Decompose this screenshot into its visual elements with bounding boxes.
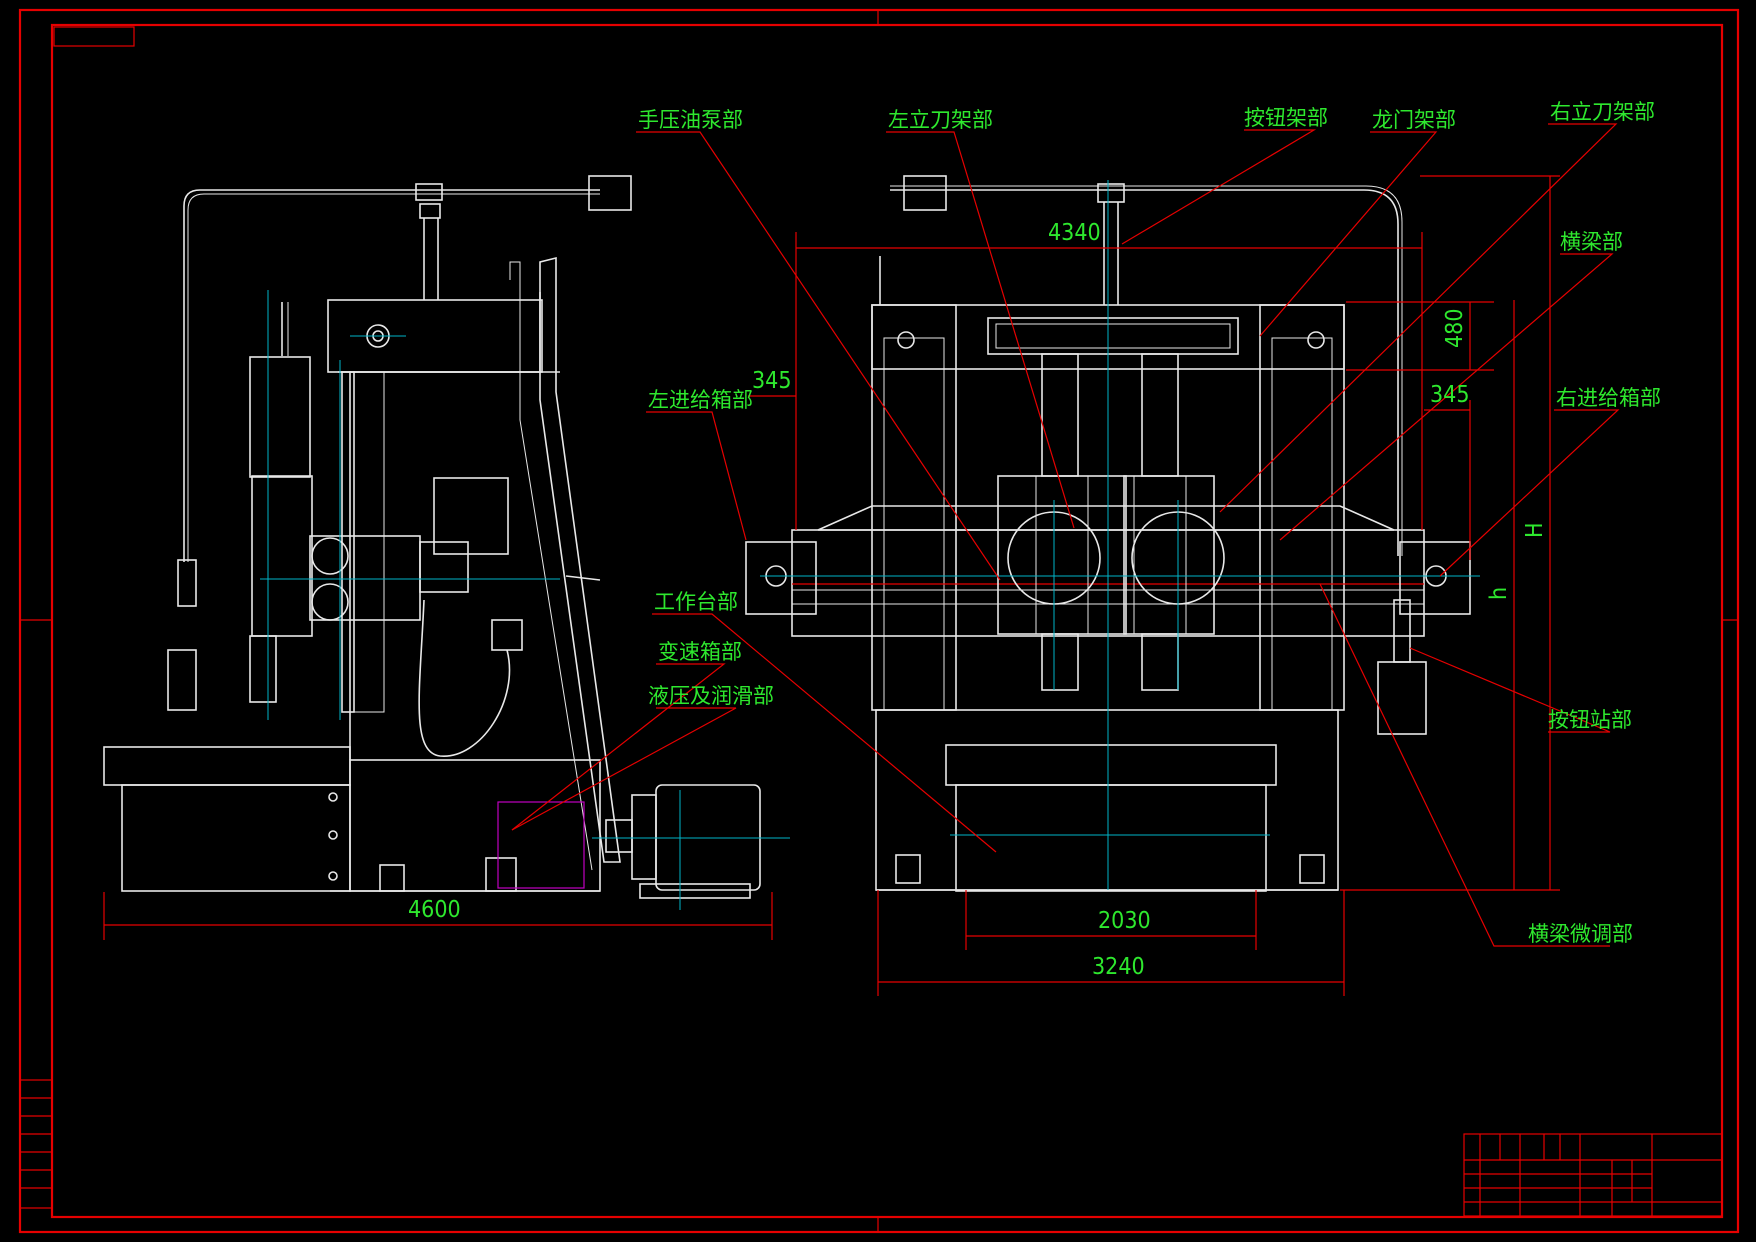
leader-lines: [511, 123, 1620, 947]
label-right-feed-box: 右进给箱部: [1556, 386, 1661, 410]
title-block: [1463, 1133, 1723, 1217]
drawing-number-box: [53, 26, 135, 47]
label-crossbeam-fine-adjust: 横梁微调部: [1528, 922, 1633, 946]
dim-top-height: 480: [1442, 309, 1468, 349]
front-view: [745, 175, 1560, 996]
side-view: [103, 175, 790, 940]
dim-base-width: 3240: [1092, 954, 1145, 980]
label-gantry-frame: 龙门架部: [1372, 108, 1456, 132]
label-worktable: 工作台部: [654, 590, 738, 614]
label-hand-pump: 手压油泵部: [638, 108, 743, 132]
label-gearbox: 变速箱部: [658, 640, 742, 664]
label-left-feed-box: 左进给箱部: [648, 388, 753, 412]
dim-table-width: 2030: [1098, 908, 1151, 934]
label-crossbeam: 横梁部: [1560, 230, 1623, 254]
label-button-station: 按钮站部: [1548, 708, 1632, 732]
dim-height-h: h: [1486, 587, 1512, 600]
label-button-frame: 按钮架部: [1244, 106, 1328, 130]
revision-strip: [19, 1079, 53, 1209]
dim-left-offset: 345: [752, 368, 792, 394]
dim-height-H: H: [1522, 522, 1548, 538]
dim-right-offset: 345: [1430, 382, 1470, 408]
dim-side-length: 4600: [408, 897, 461, 923]
dim-width-overall: 4340: [1048, 220, 1101, 246]
label-hydraulic-lube: 液压及润滑部: [648, 684, 774, 708]
label-right-tool-rest: 右立刀架部: [1550, 100, 1655, 124]
inner-frame: [50, 23, 1724, 1219]
label-left-tool-rest: 左立刀架部: [888, 108, 993, 132]
outer-frame: [18, 8, 1740, 1234]
